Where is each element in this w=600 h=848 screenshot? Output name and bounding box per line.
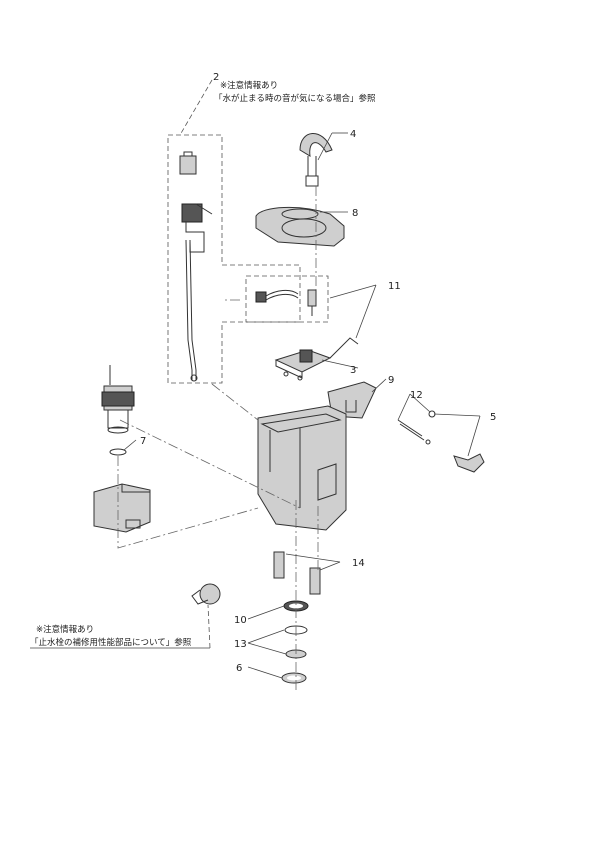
washer-part	[109, 448, 127, 456]
callout-3: 3	[350, 365, 356, 376]
tank-body	[257, 405, 347, 531]
note-bottom-line1: ※注意情報あり	[36, 624, 94, 635]
callout-8: 8	[352, 208, 358, 219]
control-box	[93, 483, 151, 533]
callout-13: 13	[234, 639, 247, 650]
callout-labels: 2 3 4 5 6 7 8 9 10 11 12 13 14	[140, 72, 496, 674]
lever-handle	[299, 133, 333, 187]
valve-cap-part	[179, 155, 197, 175]
callout-2: 2	[213, 72, 219, 83]
note-top-reference-link[interactable]: 「水が止まる時の音が気になる場合」参照	[214, 93, 376, 104]
hose-assembly	[255, 289, 317, 316]
callout-7: 7	[140, 436, 146, 447]
note-top: ※注意情報あり 「水が止まる時の音が気になる場合」参照	[179, 79, 376, 136]
callout-12: 12	[410, 390, 423, 401]
callout-6: 6	[236, 663, 242, 674]
lid-plate	[255, 207, 345, 247]
lever-bracket	[274, 337, 359, 381]
leader-lines	[123, 132, 481, 679]
part-2-group-box	[167, 134, 301, 384]
note-top-line1: ※注意情報あり	[220, 80, 278, 91]
stop-valve	[191, 583, 221, 605]
note-bottom: ※注意情報あり 「止水栓の補修用性能部品について」参照	[30, 604, 211, 649]
callout-10: 10	[234, 615, 247, 626]
callout-9: 9	[388, 375, 394, 386]
float-valve-assembly	[179, 151, 213, 382]
chain-and-lever	[397, 410, 485, 473]
callout-14: 14	[352, 558, 365, 569]
tank-bolts	[273, 551, 321, 595]
callout-11: 11	[388, 281, 401, 292]
valve-body-part	[181, 203, 203, 223]
callout-4: 4	[350, 129, 356, 140]
callout-5: 5	[490, 412, 496, 423]
note-bottom-reference-link[interactable]: 「止水栓の補修用性能部品について」参照	[30, 637, 192, 648]
fill-valve-cartridge	[101, 365, 135, 434]
part-11-group-box	[245, 275, 329, 323]
